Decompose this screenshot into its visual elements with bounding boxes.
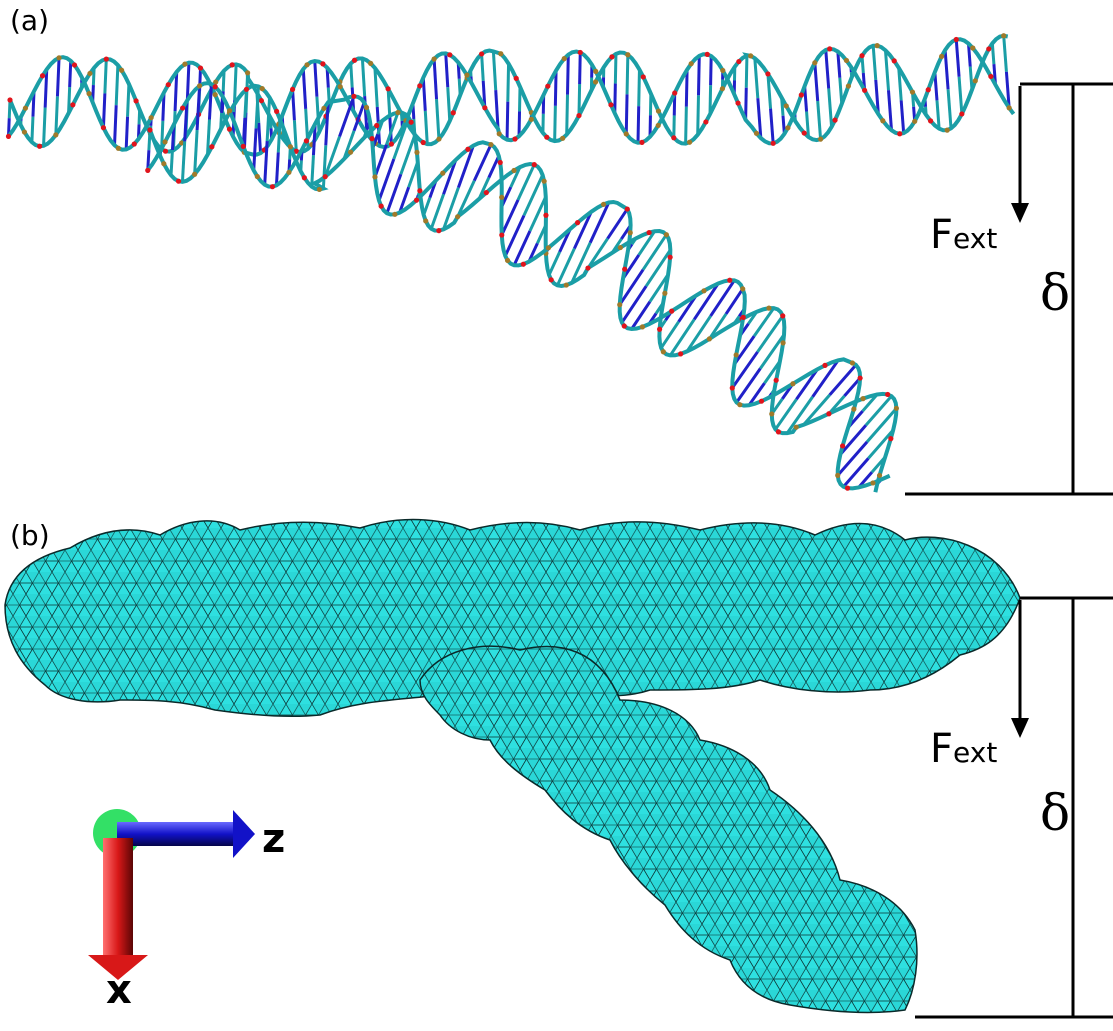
panel-b: (b) Fext δ z x [4, 518, 1113, 1019]
force-label-b: Fext [930, 726, 997, 772]
delta-label-a: δ [1040, 264, 1070, 322]
mesh-straight-segment [4, 518, 1021, 717]
mesh-bent-segment [419, 645, 918, 1014]
x-axis-label: x [106, 967, 132, 1013]
force-arrow-a [1011, 86, 1029, 223]
dna-atomistic-straight [5, 33, 1016, 157]
force-arrow-b [1011, 600, 1029, 738]
z-axis-label: z [262, 816, 285, 862]
panel-a-label: (a) [10, 4, 49, 37]
coordinate-axes: z x [88, 809, 285, 1013]
dna-atomistic-bent [145, 81, 900, 493]
dna-mesh-model [4, 518, 1021, 1014]
x-axis-arrow [103, 838, 133, 958]
displacement-bracket-b [915, 596, 1113, 1019]
z-axis-arrow [117, 822, 235, 846]
force-label-a: Fext [930, 212, 997, 258]
panel-b-label: (b) [10, 519, 50, 552]
delta-label-b: δ [1040, 784, 1070, 842]
panel-a: (a) Fext δ [5, 4, 1113, 496]
displacement-bracket-a [905, 82, 1113, 496]
